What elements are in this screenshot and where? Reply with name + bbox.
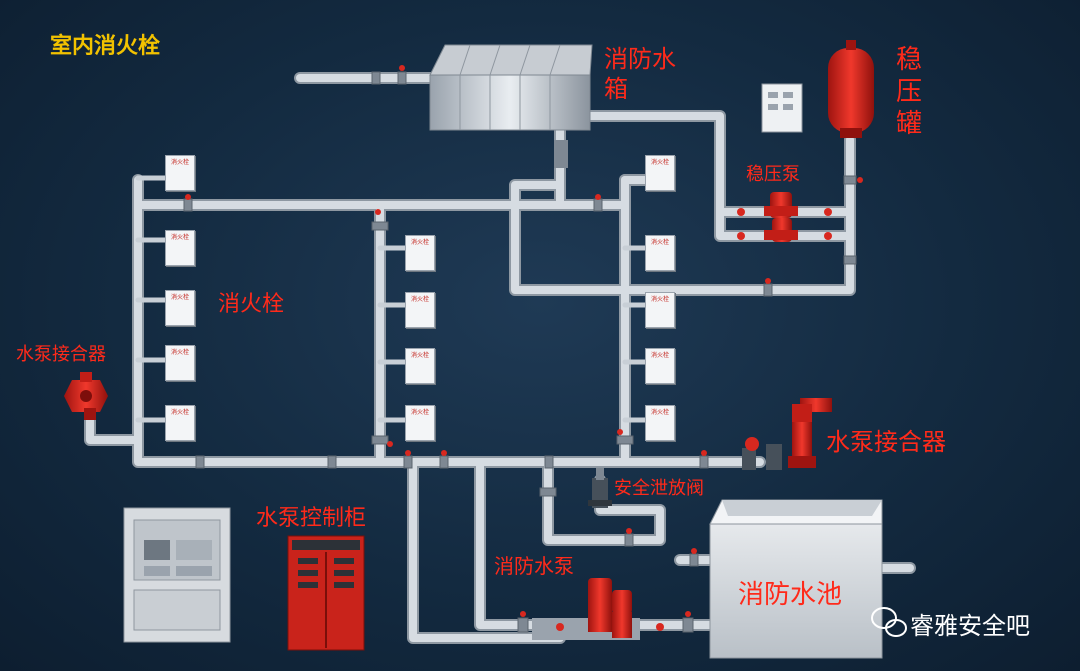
hydrant-box-label: 消火栓 xyxy=(650,239,669,246)
booster-pump xyxy=(737,192,832,242)
hydrant-box: 消火栓 xyxy=(405,405,435,441)
hydrant-box-label: 消火栓 xyxy=(410,352,429,359)
hydrant-box-label: 消火栓 xyxy=(650,159,669,166)
hydrant-box: 消火栓 xyxy=(165,405,195,441)
pressure-tank xyxy=(828,40,874,138)
hydrant-box-label: 消火栓 xyxy=(650,296,669,303)
hydrant-box: 消火栓 xyxy=(405,235,435,271)
hydrant-box-label: 消火栓 xyxy=(410,239,429,246)
fire-pumps xyxy=(532,578,664,640)
hydrant-box-label: 消火栓 xyxy=(170,294,189,301)
label-pump-control-cabinet: 水泵控制柜 xyxy=(256,506,367,531)
fire-alarm-control-panel xyxy=(123,507,231,643)
fire-water-pool xyxy=(709,499,883,659)
label-safety-relief-valve: 安全泄放阀 xyxy=(614,478,704,499)
safety-relief-valve xyxy=(588,468,612,508)
hydrant-box-label: 消火栓 xyxy=(650,352,669,359)
label-pressure-tank: 稳压罐 xyxy=(896,45,923,139)
label-pump-connector-left: 水泵接合器 xyxy=(16,344,106,365)
pump-connector-left xyxy=(64,372,108,420)
hydrant-box-label: 消火栓 xyxy=(170,349,189,356)
pump-connector-right xyxy=(742,398,832,470)
wechat-icon xyxy=(871,607,907,637)
booster-control-box xyxy=(761,83,803,133)
label-fire-hydrant: 消火栓 xyxy=(218,292,285,317)
hydrant-box: 消火栓 xyxy=(165,155,195,191)
label-booster-pump: 稳压泵 xyxy=(746,164,800,185)
hydrant-box-label: 消火栓 xyxy=(410,296,429,303)
hydrant-box: 消火栓 xyxy=(645,292,675,328)
watermark-text: 睿雅安全吧 xyxy=(910,612,1030,640)
label-pump-connector-right: 水泵接合器 xyxy=(826,428,946,456)
hydrant-box: 消火栓 xyxy=(405,292,435,328)
hydrant-box: 消火栓 xyxy=(645,405,675,441)
hydrant-box: 消火栓 xyxy=(165,290,195,326)
label-fire-pump: 消防水泵 xyxy=(494,554,574,578)
hydrant-box-label: 消火栓 xyxy=(170,159,189,166)
hydrant-box: 消火栓 xyxy=(165,230,195,266)
hydrant-box: 消火栓 xyxy=(645,348,675,384)
hydrant-box-label: 消火栓 xyxy=(410,409,429,416)
hydrant-box-label: 消火栓 xyxy=(170,409,189,416)
hydrant-box-label: 消火栓 xyxy=(650,409,669,416)
label-fire-water-tank: 消防水箱 xyxy=(604,45,676,103)
pump-control-cabinet xyxy=(287,535,365,651)
pipe-fittings xyxy=(183,65,863,633)
hydrant-box-label: 消火栓 xyxy=(170,234,189,241)
hydrant-box: 消火栓 xyxy=(165,345,195,381)
label-fire-water-pool: 消防水池 xyxy=(738,580,843,610)
hydrant-box: 消火栓 xyxy=(405,348,435,384)
hydrant-box: 消火栓 xyxy=(645,235,675,271)
hydrant-box: 消火栓 xyxy=(645,155,675,191)
diagram-title: 室内消火栓 xyxy=(50,34,161,59)
fire-water-tank xyxy=(429,44,593,168)
